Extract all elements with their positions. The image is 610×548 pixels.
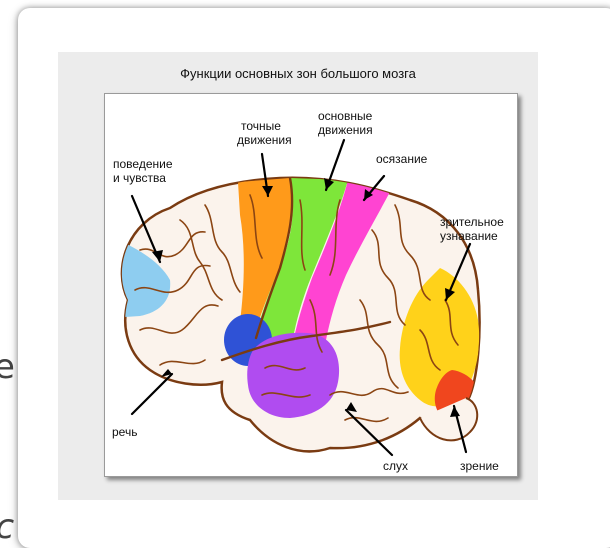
label-basic-motor: движения	[318, 123, 373, 137]
label-hearing: слух	[383, 459, 408, 473]
label-behavior: и чувства	[113, 171, 166, 185]
label-fine-motor: движения	[237, 133, 292, 147]
label-fine-motor: точные	[241, 119, 281, 133]
label-basic-motor: основные	[318, 109, 372, 123]
label-visual-recognition: узнавание	[440, 229, 498, 243]
label-visual-recognition: зрительное	[440, 215, 504, 229]
arrow-speech	[132, 374, 172, 414]
label-behavior: поведение	[113, 157, 173, 171]
label-vision: зрение	[460, 459, 499, 473]
label-touch: осязание	[376, 152, 427, 166]
label-speech: речь	[112, 425, 137, 439]
